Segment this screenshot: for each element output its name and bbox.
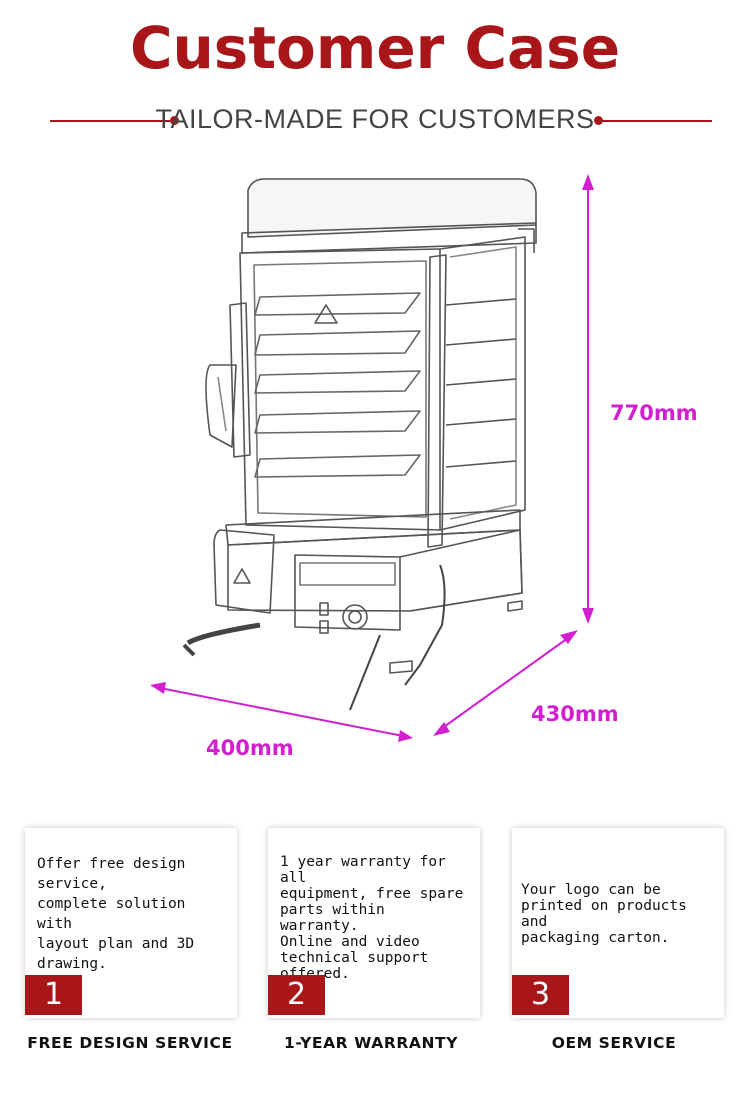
card-number-badge: 3	[512, 975, 569, 1015]
card-description: Offer free design service, complete solu…	[37, 856, 195, 972]
card-title: 1-YEAR WARRANTY	[283, 1034, 459, 1052]
card-number-badge: 2	[268, 975, 325, 1015]
card-number-badge: 1	[25, 975, 82, 1015]
card-title: OEM SERVICE	[551, 1034, 677, 1052]
subtitle-row: TAILOR-MADE FOR CUSTOMERS	[0, 104, 750, 138]
service-card-design: Offer free design service, complete solu…	[25, 828, 237, 1018]
card-title: FREE DESIGN SERVICE	[27, 1034, 233, 1052]
page-subtitle: TAILOR-MADE FOR CUSTOMERS	[155, 104, 595, 134]
divider-dot-left	[170, 116, 179, 125]
card-description: Your logo can be printed on products and…	[521, 882, 687, 946]
service-card-oem: Your logo can be printed on products and…	[512, 828, 724, 1018]
divider-right	[598, 120, 712, 122]
product-drawing	[182, 178, 537, 711]
page-title: Customer Case	[129, 14, 621, 82]
width-label: 400mm	[206, 736, 294, 760]
service-card-warranty: 1 year warranty for all equipment, free …	[268, 828, 480, 1018]
depth-label: 430mm	[531, 702, 619, 726]
divider-left	[50, 120, 170, 122]
card-description: 1 year warranty for all equipment, free …	[280, 854, 464, 982]
height-label: 770mm	[610, 401, 698, 425]
